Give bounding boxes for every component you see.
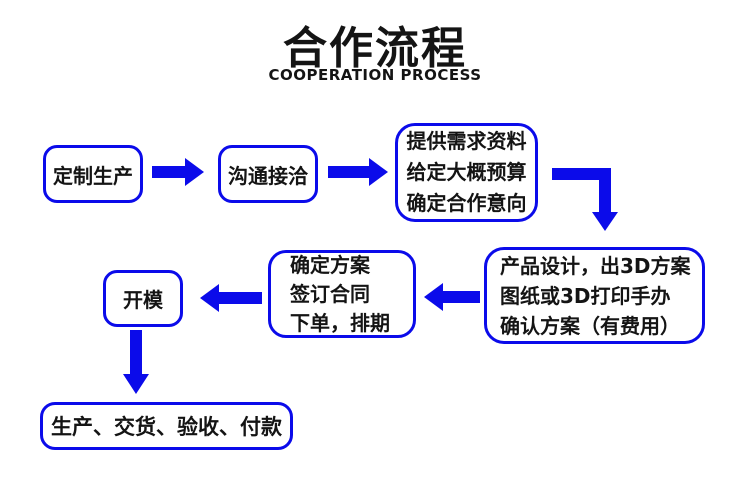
arrow-shaft (216, 292, 262, 304)
flow-box-label: 确认方案（有费用） (500, 313, 680, 338)
flow-box-communication: 沟通接洽 (218, 145, 318, 203)
arrow-shaft (130, 330, 142, 376)
flow-box-label: 签订合同 (290, 281, 370, 306)
arrow-head (424, 283, 443, 311)
flow-box-production-delivery: 生产、交货、验收、付款 (40, 402, 293, 450)
flow-box-label: 产品设计，出3D方案 (500, 253, 691, 278)
arrow-head (592, 212, 618, 231)
flow-box-label: 下单，排期 (290, 310, 390, 335)
arrow-right-icon (152, 158, 204, 186)
flow-box-label: 图纸或3D打印手办 (500, 283, 671, 308)
arrow-head (123, 374, 149, 394)
arrow-head (185, 158, 204, 186)
flow-box-label: 确定方案 (290, 252, 370, 277)
flow-box-custom-production: 定制生产 (43, 145, 143, 203)
flow-box-label: 给定大概预算 (406, 160, 527, 184)
flow-box-confirm-plan: 确定方案 签订合同 下单，排期 (268, 250, 416, 338)
arrow-shaft (328, 166, 372, 178)
flow-box-label: 开模 (123, 288, 163, 312)
flow-box-label: 沟通接洽 (228, 163, 308, 188)
flow-box-mold-making: 开模 (103, 270, 183, 327)
arrow-head (369, 158, 388, 186)
flow-box-label: 确定合作意向 (406, 191, 527, 215)
arrow-right-icon (328, 158, 388, 186)
page-title: 合作流程 (283, 23, 467, 74)
arrow-down-icon (123, 330, 149, 394)
arrow-shaft-horizontal (552, 168, 611, 180)
flow-box-label: 提供需求资料 (406, 129, 527, 153)
flow-box-requirements: 提供需求资料 给定大概预算 确定合作意向 (395, 123, 538, 222)
page-subtitle: COOPERATION PROCESS (268, 66, 482, 84)
elbow-arrow-down-icon (552, 168, 618, 232)
arrow-left-icon (424, 283, 480, 311)
arrow-left-icon (200, 284, 262, 312)
flow-box-label: 定制生产 (53, 163, 133, 188)
arrow-shaft (152, 166, 188, 178)
flow-box-design: 产品设计，出3D方案 图纸或3D打印手办 确认方案（有费用） (484, 247, 705, 344)
arrow-shaft-vertical (599, 168, 611, 214)
arrow-head (200, 284, 219, 312)
flow-box-label: 生产、交货、验收、付款 (51, 415, 282, 439)
arrow-shaft (440, 291, 480, 303)
